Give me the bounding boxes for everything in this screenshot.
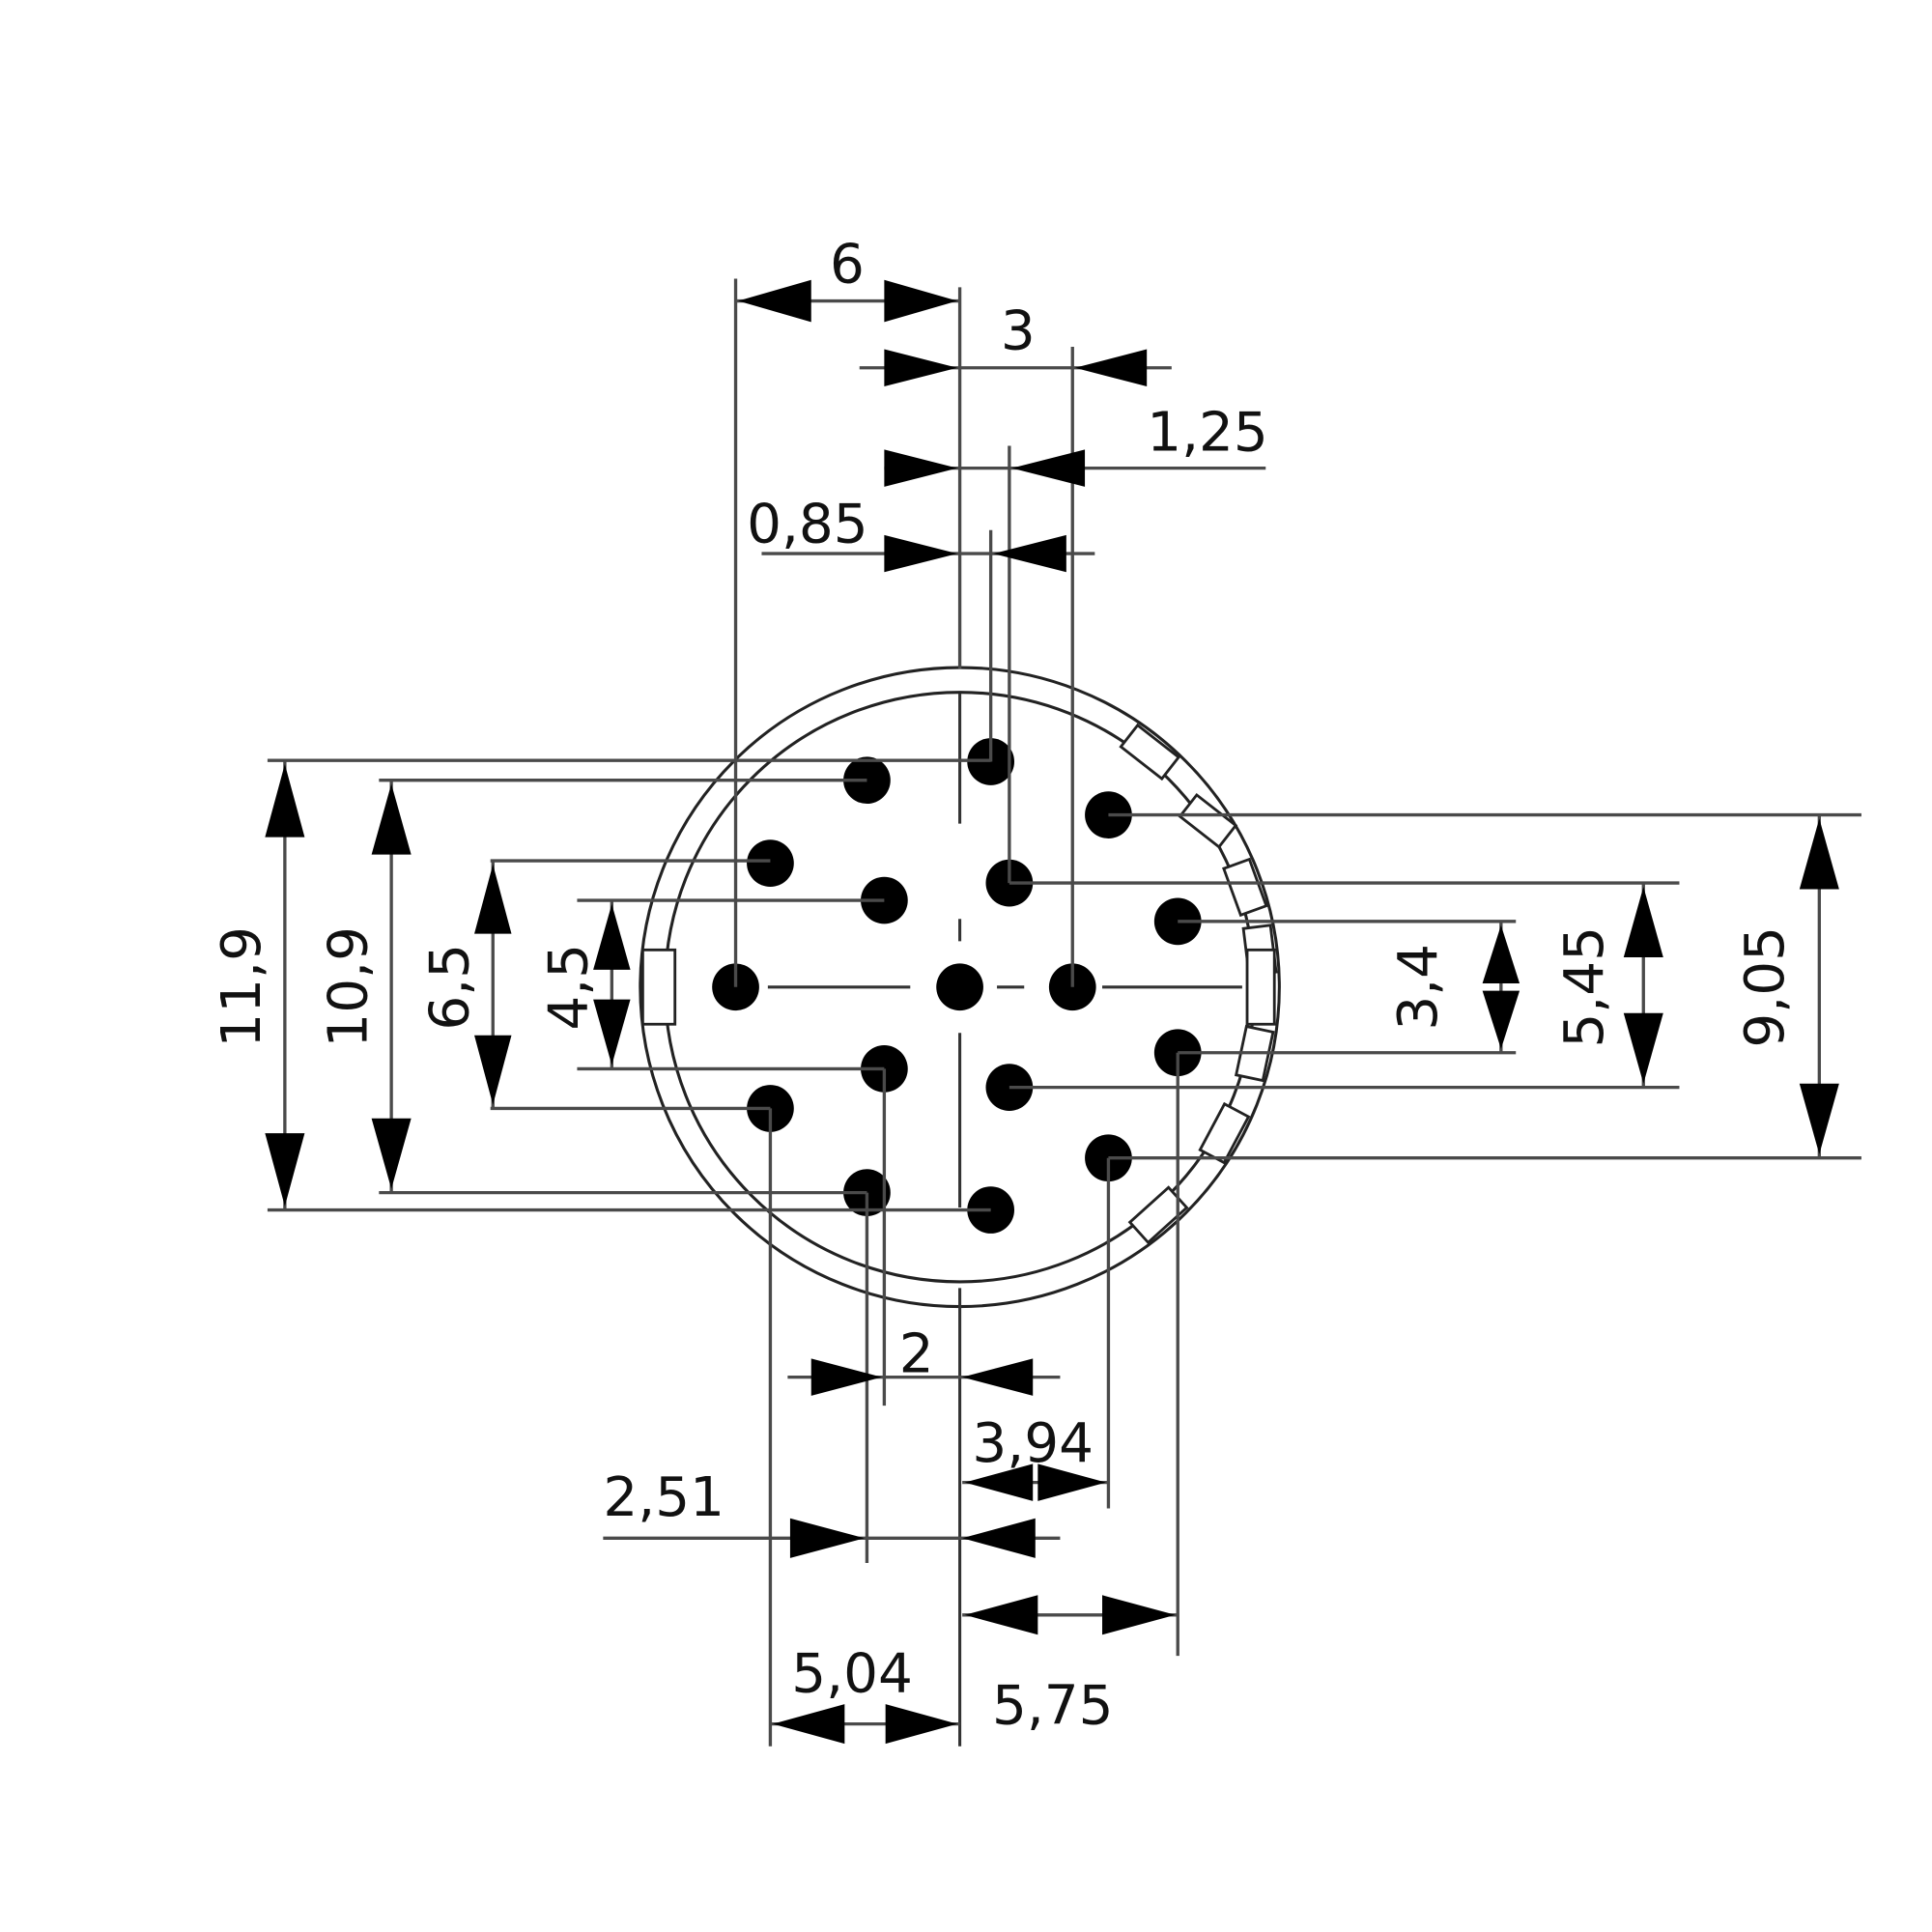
- dim-1-25: 1,25: [884, 402, 1268, 487]
- dim-1-25-label: 1,25: [1147, 402, 1268, 465]
- tab-left: [640, 948, 677, 1026]
- pin: [1153, 897, 1202, 946]
- dim-3-94: 3,94: [962, 1412, 1109, 1501]
- dim-2-51-label: 2,51: [603, 1466, 724, 1529]
- dim-11-9-label: 11,9: [211, 926, 273, 1048]
- dim-3-4-label: 3,4: [1387, 944, 1450, 1031]
- dim-5-45-label: 5,45: [1553, 926, 1616, 1048]
- dim-3-4: 3,4: [1387, 921, 1520, 1053]
- dim-0-85-label: 0,85: [747, 494, 868, 556]
- dim-6-5-label: 6,5: [419, 944, 482, 1031]
- dim-10-9-label: 10,9: [317, 926, 380, 1048]
- dim-4-5-label: 4,5: [538, 944, 601, 1031]
- dim-5-04: 5,04: [770, 1642, 960, 1745]
- dim-6: 6: [735, 233, 960, 323]
- dim-4-5: 4,5: [538, 900, 631, 1069]
- dim-3-label: 3: [1001, 300, 1036, 363]
- dim-3: 3: [859, 300, 1172, 386]
- dim-2: 2: [787, 1323, 1061, 1396]
- dim-0-85: 0,85: [747, 494, 1095, 573]
- dim-5-04-label: 5,04: [791, 1642, 913, 1705]
- dim-2-51: 2,51: [603, 1466, 1061, 1558]
- dim-11-9: 11,9: [211, 760, 305, 1210]
- pin: [747, 839, 794, 887]
- extension-lines: [267, 278, 1861, 1747]
- dim-10-9: 10,9: [317, 780, 412, 1193]
- dim-5-75: 5,75: [962, 1595, 1179, 1738]
- dim-9-05-label: 9,05: [1734, 926, 1797, 1048]
- dim-9-05: 9,05: [1734, 814, 1839, 1158]
- coding-tabs: [640, 723, 1278, 1245]
- dim-6-5: 6,5: [419, 861, 512, 1109]
- center-axes: [767, 693, 1242, 1747]
- dim-2-label: 2: [899, 1323, 934, 1386]
- dim-6-label: 6: [830, 233, 865, 296]
- connector-body: [639, 666, 1281, 1747]
- dim-5-45: 5,45: [1553, 883, 1663, 1088]
- dim-5-75-label: 5,75: [992, 1675, 1114, 1738]
- tab-right: [1245, 948, 1276, 1026]
- dim-3-94-label: 3,94: [972, 1412, 1094, 1475]
- pin-center: [936, 963, 983, 1011]
